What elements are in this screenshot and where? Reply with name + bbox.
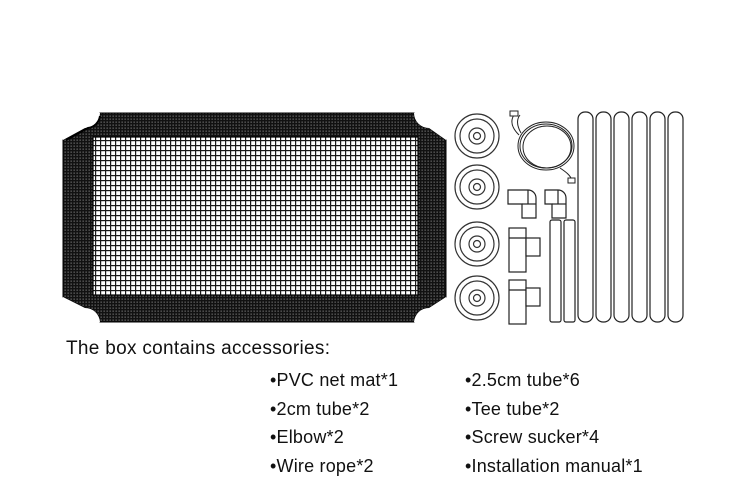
2.5cm-tube-icon [577,111,594,323]
list-item-installation-manual: •Installation manual*1 [465,455,643,476]
accessories-list-right: •2.5cm tube*6 •Tee tube*2 •Screw sucker*… [465,366,643,480]
elbow-icon [544,189,567,219]
screw-sucker-icon [454,164,500,210]
list-item-screw-sucker: •Screw sucker*4 [465,427,600,447]
screw-sucker-icon [454,275,500,321]
pvc-net-mat [62,112,447,323]
wire-rope-icon [509,110,576,184]
screw-sucker-icon [454,113,500,159]
list-item-pvc-net-mat: •PVC net mat*1 [270,370,399,390]
list-item-tee-tube: •Tee tube*2 [465,398,560,419]
2.5cm-tube-icon [649,111,666,323]
list-item-elbow: •Elbow*2 [270,427,344,447]
list-item-2.5cm-tube: •2.5cm tube*6 [465,370,580,390]
elbow-icon [507,189,537,219]
accessories-heading: The box contains accessories: [66,338,331,359]
tee-tube-icon [508,279,541,325]
2.5cm-tube-icon [667,111,684,323]
screw-sucker-icon [454,221,500,267]
2.5cm-tube-icon [631,111,648,323]
list-item-wire-rope: •Wire rope*2 [270,455,374,476]
2.5cm-tube-icon [595,111,612,323]
2.5cm-tube-icon [613,111,630,323]
tee-tube-icon [508,227,541,273]
2cm-tube-icon [549,219,562,323]
accessories-list-left: •PVC net mat*1 •2cm tube*2 •Elbow*2 •Wir… [270,366,398,480]
2cm-tube-icon [563,219,576,323]
list-item-2cm-tube: •2cm tube*2 [270,398,370,419]
accessories-illustration [62,110,684,325]
